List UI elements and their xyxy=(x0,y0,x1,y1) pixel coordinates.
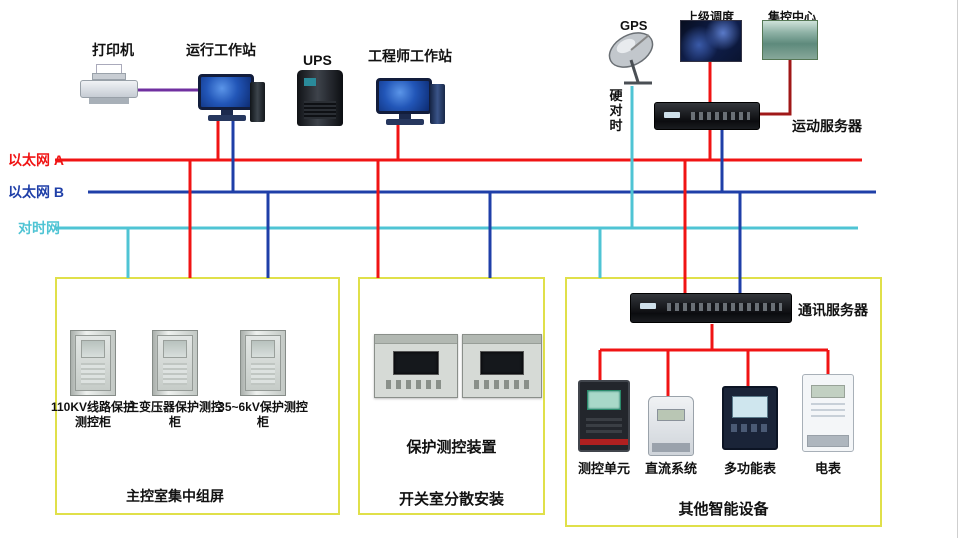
device-terminals xyxy=(652,443,690,452)
server-led xyxy=(640,303,656,309)
comm-server-label: 通讯服务器 xyxy=(798,302,868,318)
device-lines xyxy=(811,403,845,419)
engineer-workstation-icon xyxy=(376,78,434,125)
energy-meter-icon xyxy=(802,374,854,452)
telecontrol-server-icon xyxy=(654,102,760,130)
monitor-base xyxy=(386,119,424,125)
relay-top xyxy=(463,335,541,344)
cabinet-room-box xyxy=(55,277,340,515)
wire-control-center-to-server xyxy=(760,60,792,116)
device-strip xyxy=(580,439,628,445)
cabinet-110kv-icon xyxy=(70,330,116,396)
printer-tray xyxy=(89,98,129,104)
cabinet-vent xyxy=(251,363,275,385)
cabinet-window xyxy=(251,340,275,358)
energy-meter-label: 电表 xyxy=(814,461,841,476)
hard-time-sync-label: 硬对时 xyxy=(609,88,623,133)
monitor-neck xyxy=(399,114,411,119)
dc-system-icon xyxy=(648,396,694,456)
switch-room-caption: 开关室分散安装 xyxy=(398,491,504,508)
gps-antenna-icon xyxy=(604,26,662,93)
server-ports xyxy=(667,303,782,311)
relay-screen xyxy=(480,351,524,375)
cabinet-door xyxy=(157,335,193,391)
cabinet-35-6kv-icon xyxy=(240,330,286,396)
engineer-host-icon xyxy=(430,84,445,124)
telecontrol-server-label: 运动服务器 xyxy=(792,118,862,134)
operator-workstation-label: 运行工作站 xyxy=(186,42,256,58)
printer-icon xyxy=(80,64,138,108)
time-net-label: 对时网 xyxy=(18,220,60,236)
operator-host-icon xyxy=(250,82,265,122)
dc-system-label: 直流系统 xyxy=(644,461,697,476)
cabinet-door xyxy=(75,335,111,391)
protection-device-icon xyxy=(462,334,542,398)
device-keys xyxy=(586,415,622,433)
relay-keys xyxy=(473,380,531,389)
protection-device-label: 保护测控装置 xyxy=(406,439,497,456)
operator-workstation-icon xyxy=(198,74,256,121)
printer-top xyxy=(92,73,126,80)
device-lcd xyxy=(657,409,685,421)
monitor-neck xyxy=(221,110,233,115)
ups-vents xyxy=(304,101,336,119)
server-led xyxy=(664,112,680,118)
cabinet-vent xyxy=(81,363,105,385)
device-lcd xyxy=(811,385,845,398)
ups-icon xyxy=(297,70,343,126)
gps-label: GPS xyxy=(620,18,648,33)
measure-unit-icon xyxy=(578,380,630,452)
printer-label: 打印机 xyxy=(92,42,134,58)
device-lcd xyxy=(732,396,768,418)
relay-keys xyxy=(386,380,446,389)
cabinet-door xyxy=(245,335,281,391)
ups-label: UPS xyxy=(303,52,332,68)
cabinet-window xyxy=(163,340,187,358)
server-ports xyxy=(691,112,750,120)
superior-dispatch-photo xyxy=(680,20,742,62)
protection-device-icon xyxy=(374,334,458,398)
monitor-screen xyxy=(198,74,254,110)
central-control-photo xyxy=(762,20,818,60)
ethernet-b-label: 以太网 B xyxy=(8,184,64,200)
ethernet-a-label: 以太网 A xyxy=(8,152,64,168)
relay-top xyxy=(375,335,457,344)
comm-server-icon xyxy=(630,293,792,323)
cabinet-transformer-label: 主变压器保护测控柜 xyxy=(127,400,224,429)
cabinet-110kv-label: 110KV线路保护测控柜 xyxy=(50,400,136,429)
device-screen xyxy=(587,390,621,410)
device-keys xyxy=(731,424,769,432)
ups-display xyxy=(304,78,316,86)
engineer-workstation-label: 工程师工作站 xyxy=(368,48,452,64)
smart-devices-caption: 其他智能设备 xyxy=(678,501,769,518)
measure-unit-label: 测控单元 xyxy=(577,461,630,476)
cabinet-room-caption: 主控室集中组屏 xyxy=(126,488,224,504)
cabinet-vent xyxy=(163,363,187,385)
cabinet-35-6kv-label: 35~6kV保护测控柜 xyxy=(218,400,308,429)
page-edge-line xyxy=(957,0,958,538)
monitor-base xyxy=(208,115,246,121)
device-terminals xyxy=(807,435,849,447)
relay-screen xyxy=(393,351,439,375)
multifunction-meter-icon xyxy=(722,386,778,450)
printer-body xyxy=(80,80,138,98)
monitor-screen xyxy=(376,78,432,114)
multifunction-meter-label: 多功能表 xyxy=(723,461,776,476)
cabinet-window xyxy=(81,340,105,358)
cabinet-transformer-icon xyxy=(152,330,198,396)
